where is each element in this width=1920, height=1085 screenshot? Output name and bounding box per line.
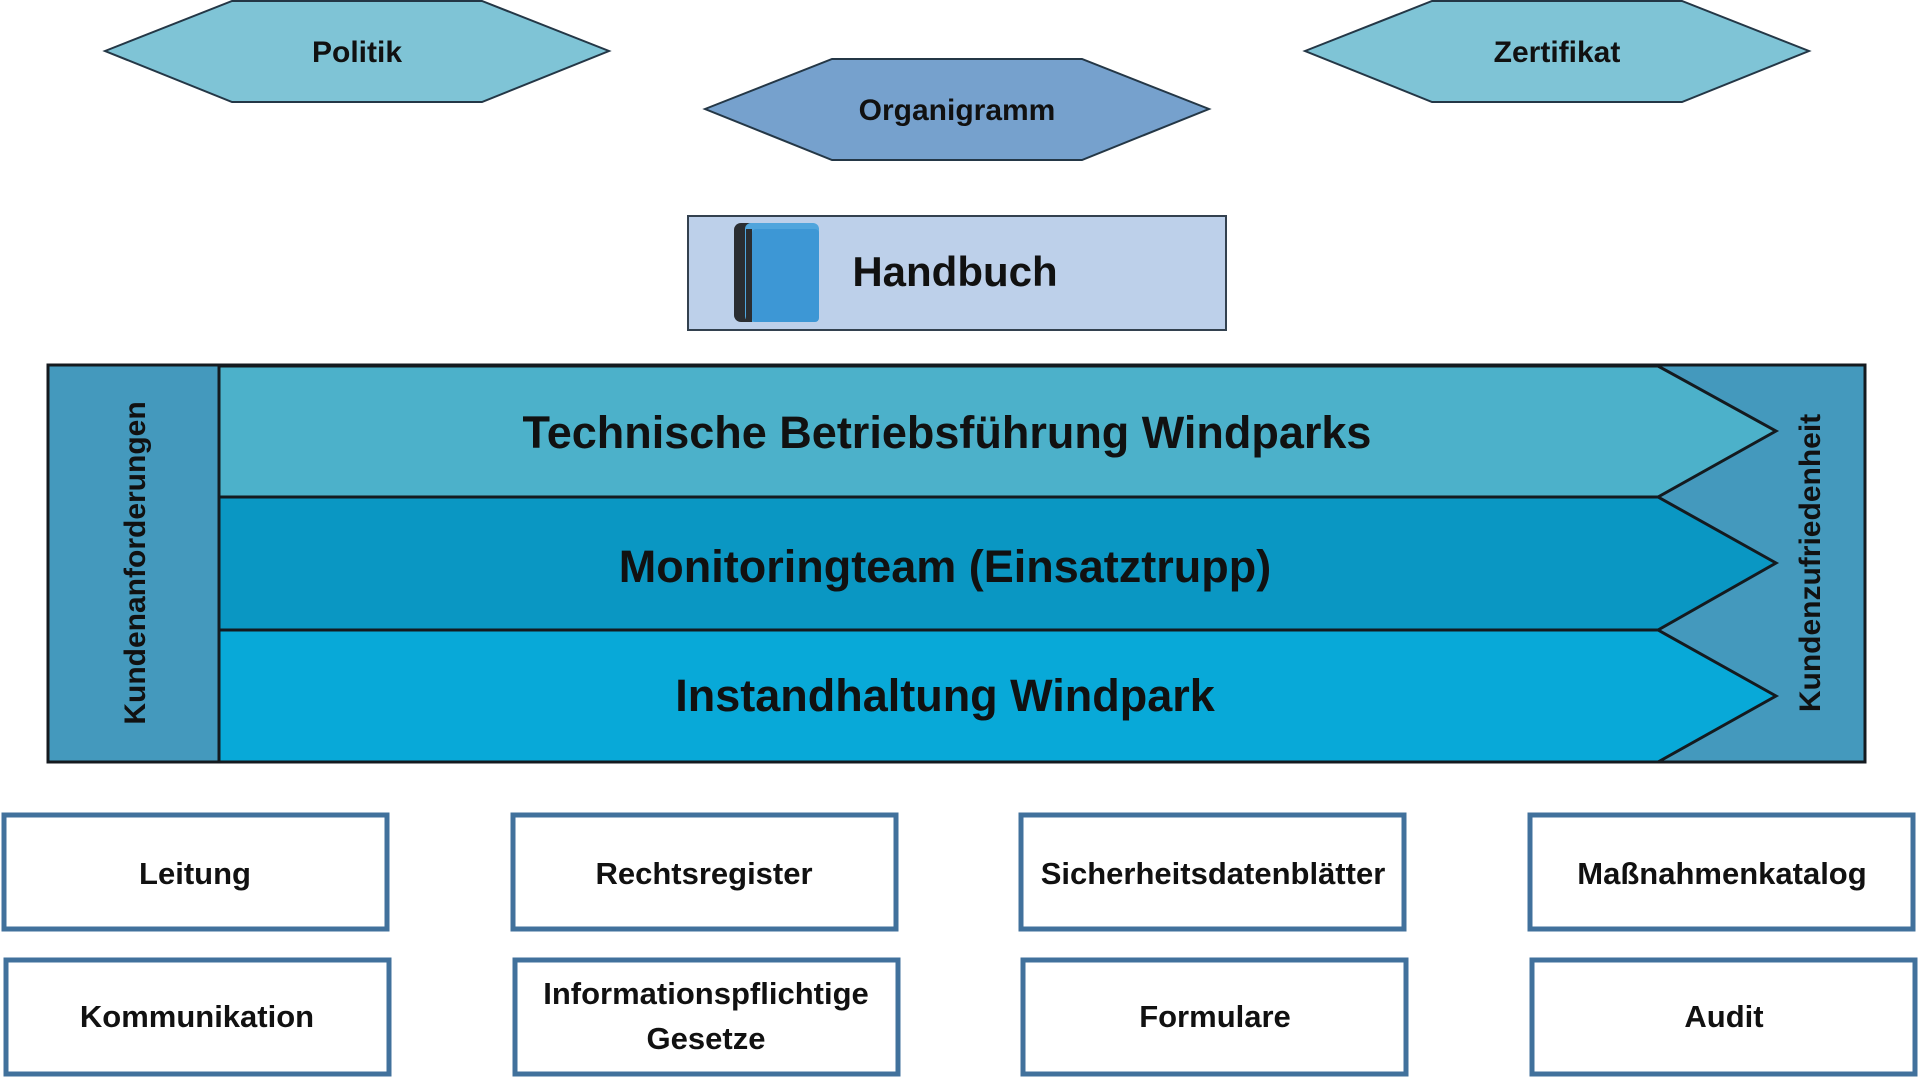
row-label: Monitoringteam (Einsatztrupp) bbox=[619, 541, 1271, 592]
doc-sicherheitsdatenblaetter[interactable]: Sicherheitsdatenblätter bbox=[1018, 812, 1407, 932]
doc-informationspflichtige-gesetze[interactable]: Informationspflichtige Gesetze bbox=[512, 957, 901, 1077]
doc-label: Maßnahmenkatalog bbox=[1577, 856, 1866, 891]
kundenzufriedenheit-label: Kundenzufriedenheit bbox=[1794, 414, 1827, 712]
left-panel bbox=[46, 363, 221, 764]
doc-rechtsregister[interactable]: Rechtsregister bbox=[510, 812, 899, 932]
row-label: Technische Betriebsführung Windparks bbox=[523, 407, 1372, 458]
doc-label: Leitung bbox=[139, 856, 251, 891]
zertifikat-shape[interactable]: Zertifikat bbox=[1302, 0, 1812, 103]
politik-label: Politik bbox=[312, 36, 402, 69]
organigramm-shape[interactable]: Organigramm bbox=[702, 58, 1212, 161]
doc-massnahmenkatalog[interactable]: Maßnahmenkatalog bbox=[1527, 812, 1916, 932]
doc-label: Informationspflichtige bbox=[543, 976, 869, 1011]
zertifikat-label: Zertifikat bbox=[1494, 36, 1621, 69]
doc-label: Audit bbox=[1684, 999, 1763, 1034]
doc-label: Formulare bbox=[1139, 999, 1291, 1034]
row-instandhaltung[interactable]: Instandhaltung Windpark bbox=[217, 628, 1780, 764]
handbuch-box[interactable]: Handbuch bbox=[687, 215, 1227, 331]
doc-label-line2: Gesetze bbox=[647, 1021, 766, 1056]
row-label: Instandhaltung Windpark bbox=[675, 670, 1216, 721]
doc-audit[interactable]: Audit bbox=[1529, 957, 1918, 1077]
organigramm-label: Organigramm bbox=[859, 94, 1056, 127]
doc-label: Sicherheitsdatenblätter bbox=[1041, 856, 1386, 891]
handbuch-label: Handbuch bbox=[852, 248, 1057, 295]
doc-label: Kommunikation bbox=[80, 999, 314, 1034]
kundenanforderungen-label: Kundenanforderungen bbox=[119, 401, 152, 724]
doc-kommunikation[interactable]: Kommunikation bbox=[3, 957, 392, 1077]
row-technische-betriebsfuehrung[interactable]: Technische Betriebsführung Windparks bbox=[217, 364, 1780, 499]
row-monitoringteam[interactable]: Monitoringteam (Einsatztrupp) bbox=[217, 495, 1780, 632]
doc-label: Rechtsregister bbox=[595, 856, 812, 891]
book-icon bbox=[734, 223, 819, 322]
doc-formulare[interactable]: Formulare bbox=[1020, 957, 1409, 1077]
politik-shape[interactable]: Politik bbox=[102, 0, 612, 103]
doc-leitung[interactable]: Leitung bbox=[1, 812, 390, 932]
process-map: Technische Betriebsführung Windparks Mon… bbox=[46, 363, 1867, 764]
